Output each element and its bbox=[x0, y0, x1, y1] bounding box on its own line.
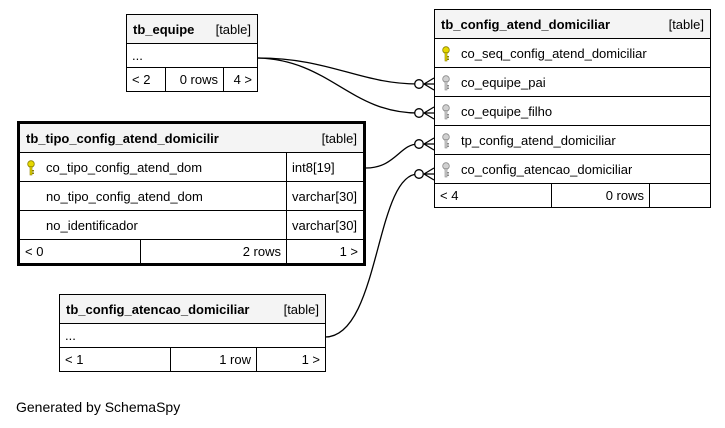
table-row: no_identificador varchar[30] bbox=[20, 211, 363, 240]
row-count: 2 rows bbox=[140, 240, 286, 263]
table-row: tp_config_atend_domiciliar bbox=[435, 126, 710, 155]
table-row: co_seq_config_atend_domiciliar bbox=[435, 39, 710, 68]
parents-count: < 4 bbox=[440, 188, 459, 203]
row-count: 0 rows bbox=[165, 68, 223, 91]
column-name: no_tipo_config_atend_dom bbox=[46, 189, 203, 204]
table-header: tb_equipe [table] bbox=[127, 15, 257, 44]
column-name: tp_config_atend_domiciliar bbox=[461, 133, 616, 148]
edge-config-atencao bbox=[324, 173, 419, 338]
key-icon bbox=[442, 133, 450, 149]
collapsed-columns: ... bbox=[65, 328, 76, 343]
table-footer: < 0 2 rows 1 > bbox=[20, 240, 363, 263]
column-name: co_tipo_config_atend_dom bbox=[46, 160, 203, 175]
column-name: co_equipe_filho bbox=[461, 104, 553, 119]
table-footer: < 4 0 rows bbox=[435, 184, 710, 207]
table-body: ... bbox=[127, 44, 257, 68]
column-name: no_identificador bbox=[46, 218, 138, 233]
key-icon bbox=[442, 75, 450, 91]
key-icon bbox=[442, 46, 450, 62]
parents-count: < 0 bbox=[25, 244, 44, 259]
table-tb-equipe[interactable]: tb_equipe [table] ... < 2 0 rows 4 > bbox=[126, 14, 258, 92]
column-name: co_config_atencao_domiciliar bbox=[461, 162, 633, 177]
table-header: tb_config_atencao_domiciliar [table] bbox=[60, 295, 325, 324]
table-name: tb_equipe bbox=[133, 22, 195, 37]
parents-count: < 1 bbox=[65, 352, 84, 367]
key-icon bbox=[27, 160, 35, 176]
table-name: tb_config_atencao_domiciliar bbox=[66, 302, 250, 317]
generated-by-caption: Generated by SchemaSpy bbox=[16, 399, 181, 415]
column-type: int8[19] bbox=[286, 153, 363, 181]
edge-equipe-filho bbox=[257, 57, 419, 114]
column-name: co_seq_config_atend_domiciliar bbox=[461, 46, 647, 61]
table-body: ... bbox=[60, 324, 325, 348]
table-row: co_config_atencao_domiciliar bbox=[435, 155, 710, 184]
edge-tipo-config bbox=[365, 143, 419, 169]
table-row: no_tipo_config_atend_dom varchar[30] bbox=[20, 182, 363, 211]
table-header: tb_tipo_config_atend_domicilir [table] bbox=[20, 124, 363, 153]
children-count: 1 > bbox=[286, 240, 363, 263]
table-type-tag: [table] bbox=[283, 302, 319, 317]
collapsed-columns: ... bbox=[132, 48, 143, 63]
row-count: 1 row bbox=[170, 348, 256, 371]
key-icon bbox=[442, 162, 450, 178]
parents-count: < 2 bbox=[132, 72, 151, 87]
table-name: tb_tipo_config_atend_domicilir bbox=[26, 131, 219, 146]
edge-equipe-pai bbox=[257, 57, 419, 85]
table-header: tb_config_atend_domiciliar [table] bbox=[435, 10, 710, 39]
children-count: 1 > bbox=[256, 348, 325, 371]
key-icon bbox=[442, 104, 450, 120]
table-tb-tipo-config-atend-domicilir[interactable]: tb_tipo_config_atend_domicilir [table] c… bbox=[17, 121, 366, 266]
children-count: 4 > bbox=[223, 68, 257, 91]
table-row: co_equipe_pai bbox=[435, 68, 710, 97]
column-type: varchar[30] bbox=[286, 182, 363, 210]
table-row: co_tipo_config_atend_dom int8[19] bbox=[20, 153, 363, 182]
row-count: 0 rows bbox=[551, 184, 649, 207]
column-type: varchar[30] bbox=[286, 211, 363, 239]
table-type-tag: [table] bbox=[668, 17, 704, 32]
table-type-tag: [table] bbox=[215, 22, 251, 37]
table-tb-config-atend-domiciliar[interactable]: tb_config_atend_domiciliar [table] co_se… bbox=[434, 9, 711, 208]
table-row: co_equipe_filho bbox=[435, 97, 710, 126]
column-name: co_equipe_pai bbox=[461, 75, 546, 90]
table-name: tb_config_atend_domiciliar bbox=[441, 17, 611, 32]
table-footer: < 1 1 row 1 > bbox=[60, 348, 325, 371]
table-tb-config-atencao-domiciliar[interactable]: tb_config_atencao_domiciliar [table] ...… bbox=[59, 294, 326, 372]
table-type-tag: [table] bbox=[321, 131, 357, 146]
children-count bbox=[649, 184, 710, 207]
table-footer: < 2 0 rows 4 > bbox=[127, 68, 257, 91]
